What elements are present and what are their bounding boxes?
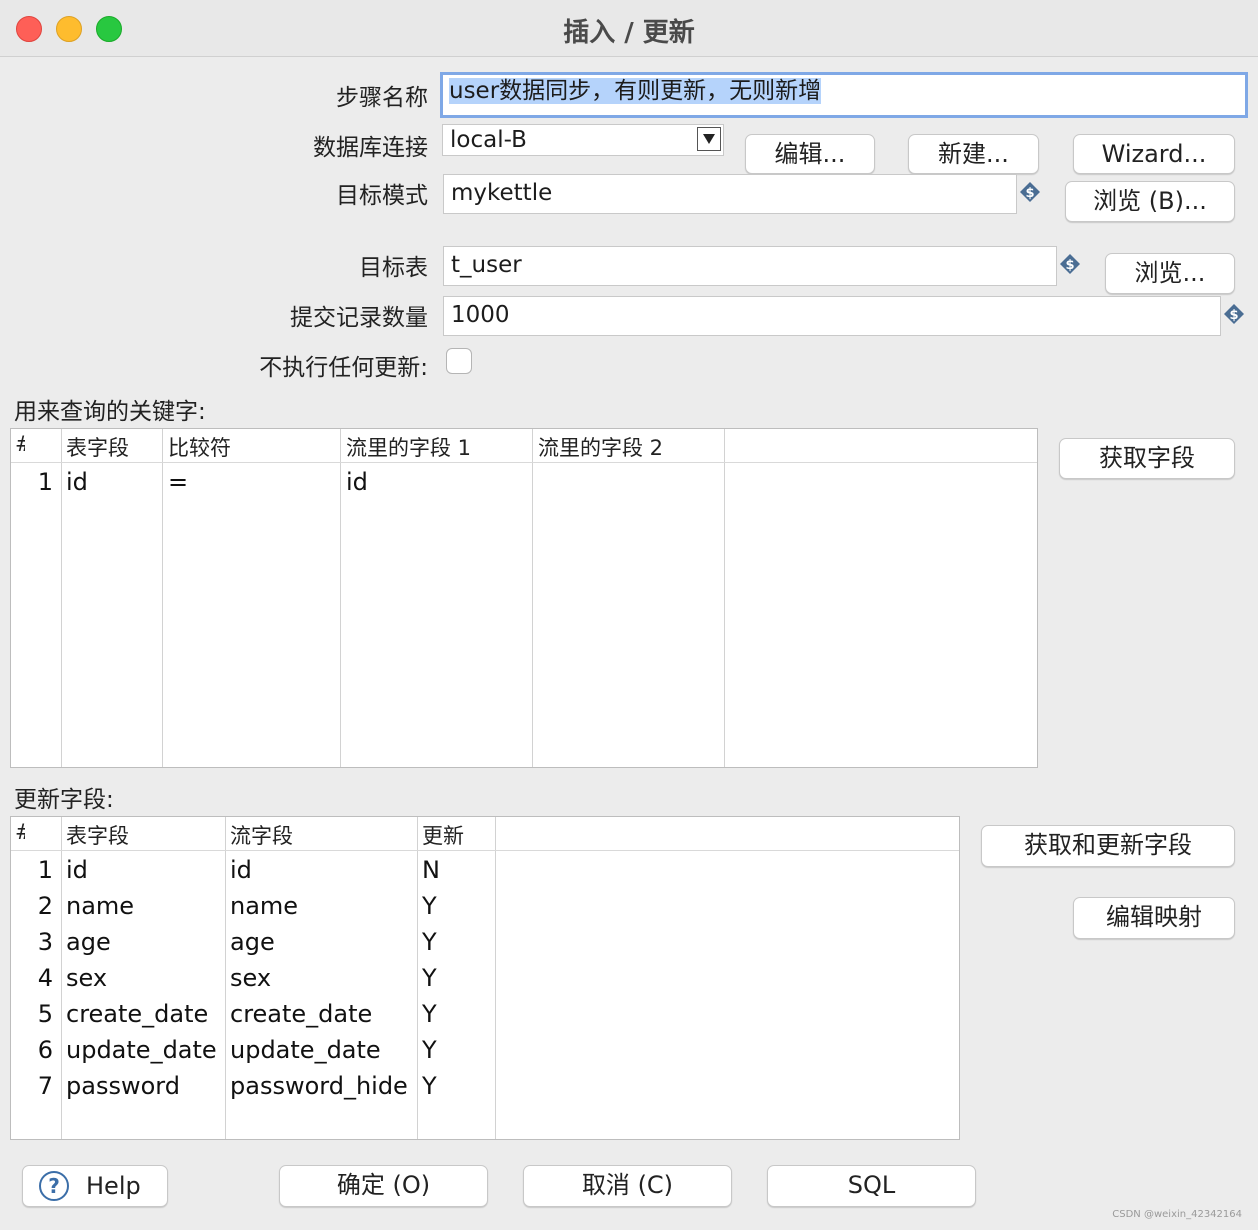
dollar-variable-icon[interactable]: $ (1059, 253, 1081, 275)
cell-stream-field-1[interactable]: id (346, 468, 368, 496)
col-header-num[interactable]: # (15, 432, 25, 456)
title-bar: 插入 / 更新 (0, 0, 1258, 57)
dollar-variable-icon[interactable]: $ (1019, 181, 1041, 203)
commit-size-input[interactable]: 1000 (443, 296, 1221, 336)
cell-comparator[interactable]: = (168, 468, 189, 496)
col-header-stream-field-2[interactable]: 流里的字段 2 (538, 436, 664, 460)
window-title: 插入 / 更新 (563, 18, 695, 48)
dropdown-arrow-icon[interactable] (697, 127, 721, 151)
cell-update-flag[interactable]: Y (422, 1000, 437, 1028)
column-divider (11, 817, 62, 1139)
header-separator (11, 462, 1037, 463)
col-header-update[interactable]: 更新 (422, 824, 464, 848)
col-header-table-field[interactable]: 表字段 (66, 436, 129, 460)
cell-table-field[interactable]: age (66, 928, 111, 956)
question-circle-icon: ? (39, 1171, 69, 1201)
cell-table-field[interactable]: id (66, 468, 88, 496)
cell-update-flag[interactable]: Y (422, 1072, 437, 1100)
close-window-button[interactable] (16, 16, 42, 42)
row-number: 6 (37, 1036, 53, 1064)
row-number: 2 (37, 892, 53, 920)
watermark: CSDN @weixin_42342164 (1112, 1209, 1242, 1220)
dollar-variable-icon[interactable]: $ (1223, 303, 1245, 325)
no-update-checkbox[interactable] (446, 348, 472, 374)
column-divider (417, 817, 496, 1139)
step-name-input[interactable]: user数据同步，有则更新，无则新增 (440, 72, 1248, 118)
cell-table-field[interactable]: id (66, 856, 88, 884)
col-header-comparator[interactable]: 比较符 (168, 436, 231, 460)
step-name-label: 步骤名称 (336, 85, 428, 111)
svg-text:$: $ (1229, 308, 1238, 323)
cell-stream-field[interactable]: create_date (230, 1000, 373, 1028)
update-fields-table: # 表字段 流字段 更新 1 id id N 2 name name Y 3 a… (10, 816, 960, 1140)
sql-button[interactable]: SQL (767, 1165, 976, 1207)
column-divider (162, 429, 341, 767)
col-header-stream-field[interactable]: 流字段 (230, 824, 293, 848)
key-lookup-section-label: 用来查询的关键字: (14, 399, 206, 425)
target-schema-input[interactable]: mykettle (443, 174, 1017, 214)
minimize-window-button[interactable] (56, 16, 82, 42)
cell-update-flag[interactable]: Y (422, 1036, 437, 1064)
header-separator (11, 850, 959, 851)
cell-stream-field[interactable]: password_hide (230, 1072, 408, 1100)
zoom-window-button[interactable] (96, 16, 122, 42)
db-connection-combo[interactable]: local-B (442, 124, 724, 156)
get-fields-button[interactable]: 获取字段 (1059, 438, 1235, 479)
browse-table-button[interactable]: 浏览... (1105, 253, 1235, 294)
cell-table-field[interactable]: update_date (66, 1036, 217, 1064)
cell-update-flag[interactable]: N (422, 856, 440, 884)
cell-stream-field[interactable]: name (230, 892, 299, 920)
help-button-label: Help (86, 1172, 141, 1200)
cell-table-field[interactable]: sex (66, 964, 108, 992)
browse-schema-button[interactable]: 浏览 (B)... (1065, 181, 1235, 222)
row-number: 3 (37, 928, 53, 956)
col-header-num[interactable]: # (15, 820, 25, 844)
edit-connection-button[interactable]: 编辑... (745, 134, 875, 174)
column-divider (532, 429, 725, 767)
row-number: 7 (37, 1072, 53, 1100)
cell-update-flag[interactable]: Y (422, 892, 437, 920)
cell-table-field[interactable]: name (66, 892, 135, 920)
db-connection-value: local-B (450, 127, 527, 153)
db-connection-label: 数据库连接 (313, 135, 428, 161)
col-header-stream-field-1[interactable]: 流里的字段 1 (346, 436, 472, 460)
column-divider (225, 817, 418, 1139)
edit-mapping-button[interactable]: 编辑映射 (1073, 897, 1235, 939)
no-update-label: 不执行任何更新: (259, 355, 428, 381)
update-fields-section-label: 更新字段: (14, 787, 114, 813)
ok-button[interactable]: 确定 (O) (279, 1165, 488, 1207)
cell-stream-field[interactable]: update_date (230, 1036, 381, 1064)
column-divider (11, 429, 62, 767)
row-number: 1 (37, 468, 53, 496)
cell-table-field[interactable]: password (66, 1072, 180, 1100)
row-number: 1 (37, 856, 53, 884)
cell-stream-field[interactable]: age (230, 928, 275, 956)
target-table-label: 目标表 (359, 255, 428, 281)
cell-table-field[interactable]: create_date (66, 1000, 209, 1028)
row-number: 5 (37, 1000, 53, 1028)
cell-stream-field[interactable]: sex (230, 964, 272, 992)
column-divider (61, 429, 163, 767)
help-button[interactable]: ? Help (22, 1165, 168, 1207)
get-update-fields-button[interactable]: 获取和更新字段 (981, 825, 1235, 867)
svg-text:$: $ (1065, 258, 1074, 273)
wizard-button[interactable]: Wizard... (1073, 134, 1235, 174)
new-connection-button[interactable]: 新建... (908, 134, 1039, 174)
column-divider (61, 817, 226, 1139)
cell-stream-field[interactable]: id (230, 856, 252, 884)
target-table-input[interactable]: t_user (443, 246, 1057, 286)
target-schema-label: 目标模式 (336, 183, 428, 209)
column-divider (340, 429, 533, 767)
svg-text:$: $ (1025, 186, 1034, 201)
cell-update-flag[interactable]: Y (422, 964, 437, 992)
cancel-button[interactable]: 取消 (C) (523, 1165, 732, 1207)
col-header-table-field[interactable]: 表字段 (66, 824, 129, 848)
cell-update-flag[interactable]: Y (422, 928, 437, 956)
key-lookup-table: # 表字段 比较符 流里的字段 1 流里的字段 2 1 id = id (10, 428, 1038, 768)
row-number: 4 (37, 964, 53, 992)
commit-size-label: 提交记录数量 (290, 305, 428, 331)
step-name-selected-text: user数据同步，有则更新，无则新增 (449, 78, 822, 104)
